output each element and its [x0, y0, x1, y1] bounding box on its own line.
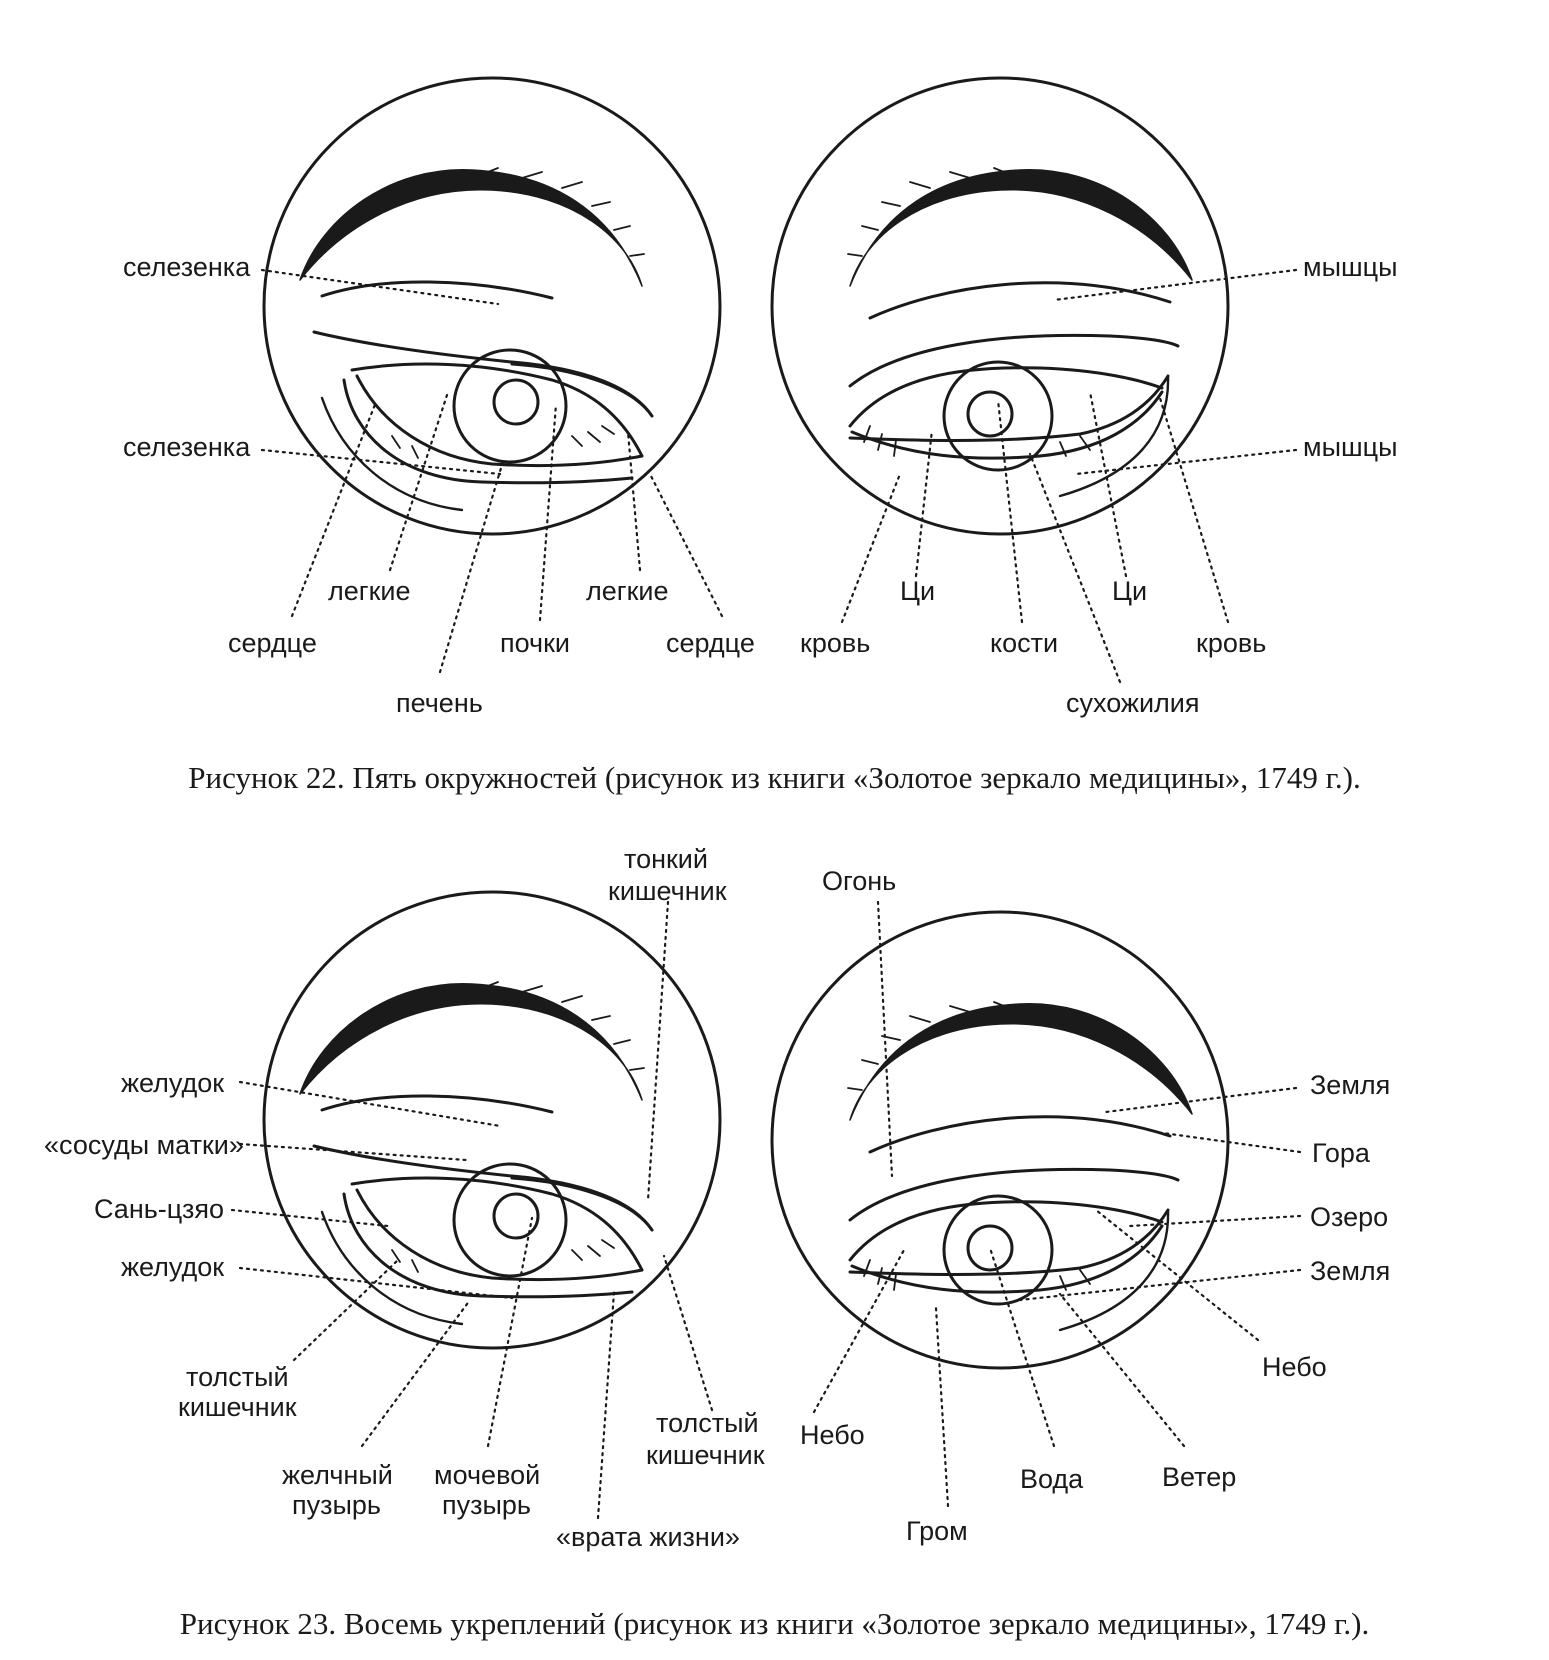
- label-bladder-1: мочевой: [434, 1460, 540, 1490]
- figure23-right-leaders: [812, 900, 1302, 1508]
- label-gate-of-life: «врата жизни»: [556, 1522, 740, 1552]
- figure23-right-eye: [770, 910, 1230, 1370]
- label-muscles-1: мышцы: [1303, 252, 1398, 282]
- label-earth-2: Земля: [1310, 1256, 1390, 1286]
- label-bones: кости: [990, 628, 1058, 658]
- label-fire: Огонь: [822, 866, 896, 896]
- label-uterus-vessels: «сосуды матки»: [44, 1130, 244, 1160]
- figure22-right-eye: [770, 76, 1230, 536]
- label-blood-1: кровь: [800, 628, 870, 658]
- label-lake: Озеро: [1310, 1202, 1388, 1232]
- label-tendons: сухожилия: [1066, 688, 1200, 718]
- label-heart-1: сердце: [228, 628, 317, 658]
- label-heart-2: сердце: [666, 628, 755, 658]
- figure23-left-leaders: [230, 900, 714, 1520]
- label-lungs-2: легкие: [586, 576, 669, 606]
- figure22-left-eye: [262, 76, 722, 536]
- label-qi-2: Ци: [1112, 576, 1147, 606]
- figure23-left-eye: [262, 890, 722, 1350]
- label-san-jiao: Сань-цзяо: [94, 1194, 224, 1224]
- figure22-right-leaders: [840, 268, 1298, 684]
- label-small-intestine-2: кишечник: [608, 876, 727, 906]
- label-large-intestine-1a: толстый: [186, 1362, 289, 1392]
- label-earth-1: Земля: [1310, 1070, 1390, 1100]
- label-heaven-2: Небо: [800, 1420, 865, 1450]
- label-large-intestine-2b: кишечник: [646, 1440, 765, 1470]
- label-wind: Ветер: [1162, 1462, 1236, 1492]
- figure22-left-labels: селезенка селезенка легкие сердце печень…: [123, 252, 755, 718]
- figure22-left-leaders: [260, 268, 724, 674]
- label-water: Вода: [1020, 1464, 1084, 1494]
- label-spleen-1: селезенка: [123, 252, 251, 282]
- label-large-intestine-1b: кишечник: [178, 1392, 297, 1422]
- label-muscles-2: мышцы: [1303, 432, 1398, 462]
- label-stomach-1: желудок: [121, 1068, 224, 1098]
- label-bladder-2: пузырь: [442, 1490, 531, 1520]
- figure23-right-labels: Огонь Земля Гора Озеро Земля Небо Небо В…: [800, 866, 1390, 1546]
- figure22-caption: Рисунок 22. Пять окружностей (рисунок из…: [188, 760, 1361, 795]
- label-stomach-2: желудок: [121, 1252, 224, 1282]
- label-qi-1: Ци: [900, 576, 935, 606]
- label-heaven-1: Небо: [1262, 1352, 1327, 1382]
- label-spleen-2: селезенка: [123, 432, 251, 462]
- label-small-intestine-1: тонкий: [624, 844, 708, 874]
- label-kidneys: почки: [500, 628, 570, 658]
- label-mountain: Гора: [1312, 1138, 1371, 1168]
- figure23-caption: Рисунок 23. Восемь укреплений (рисунок и…: [179, 1606, 1370, 1641]
- label-blood-2: кровь: [1196, 628, 1266, 658]
- label-large-intestine-2a: толстый: [656, 1408, 759, 1438]
- label-liver: печень: [396, 688, 483, 718]
- figure23-left-labels: тонкий кишечник желудок «сосуды матки» С…: [44, 844, 765, 1552]
- label-thunder: Гром: [906, 1516, 968, 1546]
- label-gallbladder-2: пузырь: [292, 1490, 381, 1520]
- figure22-right-labels: мышцы мышцы Ци кровь Ци кости сухожилия …: [800, 252, 1398, 718]
- label-lungs-1: легкие: [328, 576, 411, 606]
- label-gallbladder-1: желчный: [282, 1460, 393, 1490]
